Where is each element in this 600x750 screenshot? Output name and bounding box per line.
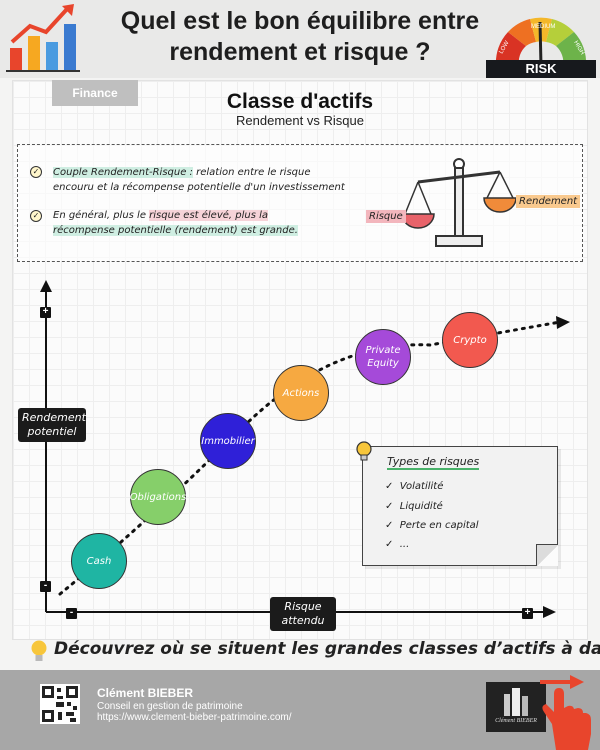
check-icon: ✓ bbox=[30, 166, 42, 178]
bullet-2-highlight-2: récompense potentielle (rendement) est g… bbox=[53, 225, 298, 236]
note-fold bbox=[536, 544, 558, 566]
y-axis-plus: + bbox=[40, 307, 51, 318]
author-role: Conseil en gestion de patrimoine bbox=[97, 701, 243, 712]
bubble-crypto: Crypto bbox=[442, 312, 498, 368]
note-item: ✓ Liquidité bbox=[385, 501, 443, 512]
company-logo bbox=[486, 682, 546, 732]
x-axis-plus: + bbox=[522, 608, 533, 619]
header-title-line1: Quel est le bon équilibre entre bbox=[120, 7, 480, 35]
bullet-2-text: En général, plus le bbox=[53, 210, 150, 221]
definition-text: relation entre le risque encouru et la r… bbox=[53, 167, 345, 193]
note-item-text: Liquidité bbox=[399, 501, 443, 512]
bubble-obligations: Obligations bbox=[130, 469, 186, 525]
note-title: Types de risques bbox=[387, 455, 480, 470]
risk-gauge-icon: LOW MEDIUM HIGH bbox=[495, 17, 587, 67]
definition-bullet-1: Couple Rendement-Risque : relation entre… bbox=[53, 165, 353, 195]
bubble-cash: Cash bbox=[71, 533, 127, 589]
lightbulb-icon bbox=[356, 441, 372, 461]
note-item-text: ... bbox=[399, 539, 410, 550]
definition-bullet-2: En général, plus le risque est élevé, pl… bbox=[53, 208, 323, 238]
risk-label: RISK bbox=[486, 60, 596, 78]
x-axis-label: Risque attendu bbox=[270, 597, 336, 631]
bubble-actions: Actions bbox=[273, 365, 329, 421]
note-item: ✓ Perte en capital bbox=[385, 520, 479, 531]
y-axis-minus: - bbox=[40, 581, 51, 592]
definition-term: Couple Rendement-Risque : bbox=[53, 167, 193, 178]
bubble-private-equity: Private Equity bbox=[355, 329, 411, 385]
y-axis-label: Rendement potentiel bbox=[18, 408, 86, 442]
page-title: Classe d'actifs bbox=[226, 90, 374, 113]
gauge-medium-label: MEDIUM bbox=[531, 24, 555, 30]
bar-chart-icon bbox=[6, 4, 80, 72]
note-item: ✓ Volatilité bbox=[385, 481, 444, 492]
balance-scale-icon bbox=[401, 158, 517, 247]
header-title-line2: rendement et risque ? bbox=[169, 38, 431, 66]
header-title: Quel est le bon équilibre entre rendemen… bbox=[95, 6, 505, 68]
note-item: ✓ ... bbox=[385, 539, 410, 550]
scale-risk-label: Risque bbox=[366, 210, 406, 223]
risk-types-note: Types de risques ✓ Volatilité ✓ Liquidit… bbox=[362, 446, 558, 566]
logo-text: Clément BIEBER bbox=[495, 718, 537, 724]
x-axis-minus: - bbox=[66, 608, 77, 619]
bullet-2-highlight-1: risque est élevé, plus la bbox=[149, 210, 269, 221]
bubble-immobilier: Immobilier bbox=[200, 413, 256, 469]
swipe-hand-icon bbox=[540, 675, 591, 750]
banner-text: Découvrez où se situent les grandes clas… bbox=[54, 639, 600, 659]
note-item-text: Perte en capital bbox=[399, 520, 479, 531]
header: Quel est le bon équilibre entre rendemen… bbox=[0, 0, 600, 78]
page-subtitle: Rendement vs Risque bbox=[236, 113, 364, 128]
check-icon: ✓ bbox=[30, 210, 42, 222]
lightbulb-icon bbox=[31, 640, 47, 661]
scale-return-label: Rendement bbox=[516, 195, 581, 208]
call-to-action-banner: Découvrez où se situent les grandes clas… bbox=[0, 635, 600, 670]
category-tag: Finance bbox=[52, 80, 138, 106]
note-item-text: Volatilité bbox=[399, 481, 444, 492]
qr-code-icon[interactable] bbox=[40, 684, 80, 724]
author-website-link[interactable]: https://www.clement-bieber-patrimoine.co… bbox=[97, 712, 292, 723]
author-name: Clément BIEBER bbox=[97, 686, 194, 700]
